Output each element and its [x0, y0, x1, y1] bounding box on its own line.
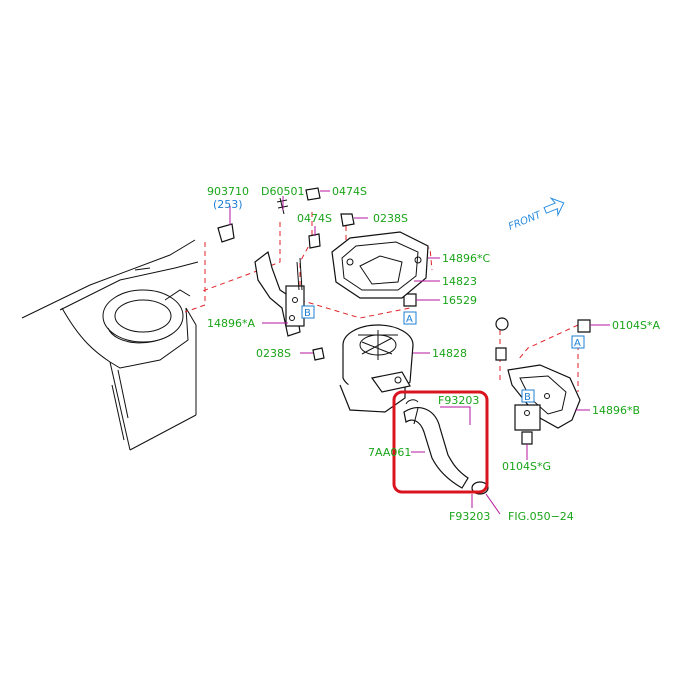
- box-a-right: A: [574, 338, 581, 349]
- label-253: (253): [213, 198, 243, 211]
- bracket-14896b: [507, 364, 581, 431]
- part-labels: 903710 (253) D60501 0474S 0474S 0238S 14…: [207, 185, 660, 523]
- label-d60501: D60501: [261, 185, 304, 198]
- label-14896c: 14896*C: [442, 252, 490, 265]
- label-903710: 903710: [207, 185, 249, 198]
- label-16529: 16529: [442, 294, 477, 307]
- leader-lines: [229, 190, 610, 515]
- box-b-left: B: [304, 308, 311, 319]
- label-7aa061: 7AA061: [368, 446, 411, 459]
- label-14828: 14828: [432, 347, 467, 360]
- hardware: [217, 187, 591, 445]
- label-f93203-bottom: F93203: [449, 510, 490, 523]
- label-0238s-b: 0238S: [256, 347, 291, 360]
- pump-14828: [339, 324, 414, 413]
- hose-7aa061: [403, 399, 489, 495]
- label-0474s-a: 0474S: [332, 185, 367, 198]
- label-f93203-top: F93203: [438, 394, 479, 407]
- box-a-mid: A: [406, 314, 413, 325]
- highlight-box: [392, 390, 489, 494]
- reference-boxes: B A A B: [301, 305, 585, 403]
- front-label: FRONT: [507, 209, 544, 232]
- label-14823: 14823: [442, 275, 477, 288]
- bracket-14896a: [254, 250, 305, 337]
- box-b-right: B: [524, 392, 531, 403]
- front-indicator: FRONT: [507, 197, 565, 233]
- label-14896b: 14896*B: [592, 404, 640, 417]
- engine-outline: [21, 239, 199, 451]
- label-0104s-a: 0104S*A: [612, 319, 660, 332]
- label-14896a: 14896*A: [207, 317, 255, 330]
- label-0474s-b: 0474S: [297, 212, 332, 225]
- cover-14896c: [331, 231, 429, 299]
- label-0238s-a: 0238S: [373, 212, 408, 225]
- front-arrow-icon: [543, 197, 565, 217]
- label-fig-050-24: FIG.050−24: [508, 510, 574, 523]
- label-0104s-g: 0104S*G: [502, 460, 551, 473]
